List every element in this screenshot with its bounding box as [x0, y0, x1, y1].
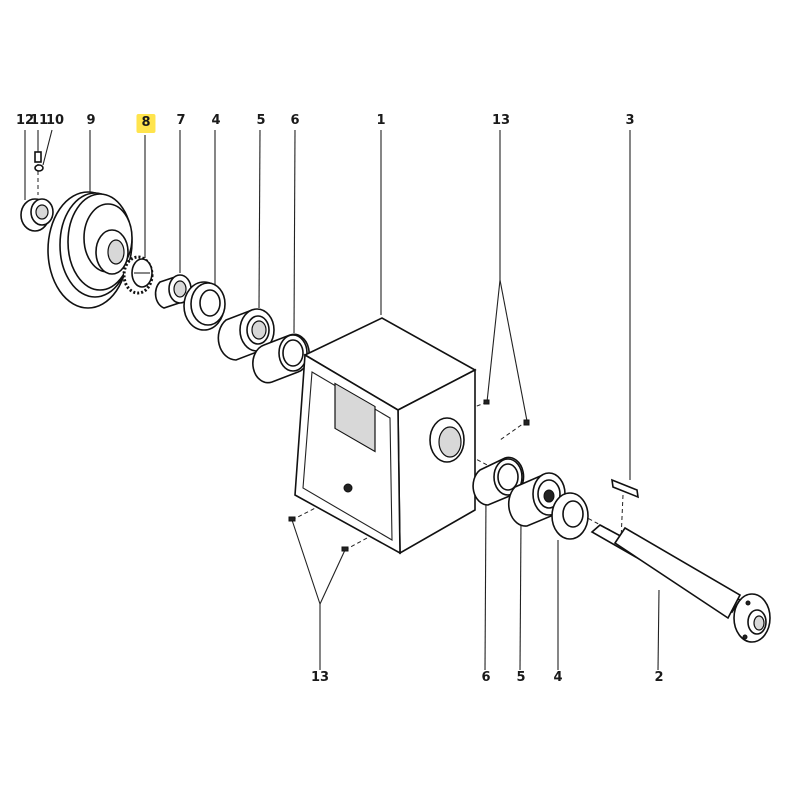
callout-13-bottom: 13: [310, 670, 330, 685]
callout-4-right: 4: [553, 670, 563, 685]
callout-8-highlighted: 8: [136, 114, 156, 133]
callout-7: 7: [176, 113, 186, 128]
part-11-grease-nipple: [34, 151, 44, 172]
callout-10: 10: [45, 113, 65, 128]
callout-6-right: 6: [481, 670, 491, 685]
part-1-housing: [294, 317, 477, 555]
callout-5-left: 5: [256, 113, 266, 128]
callout-5-right: 5: [516, 670, 526, 685]
part-13-screws: [288, 399, 530, 552]
part-8-gear: [122, 255, 154, 295]
part-9-pulley: [47, 191, 133, 309]
callout-2: 2: [654, 670, 664, 685]
callout-1: 1: [376, 113, 386, 128]
part-7-spacer: [154, 274, 192, 309]
callout-12: 12: [15, 113, 35, 128]
callout-11: 11: [29, 113, 49, 128]
callout-9: 9: [86, 113, 96, 128]
part-3-key: [611, 478, 639, 499]
callout-13-top: 13: [491, 113, 511, 128]
callout-6-left: 6: [290, 113, 300, 128]
part-2-shaft: [590, 524, 771, 643]
part-6-ring-left: [252, 333, 310, 384]
part-4-seal-left: [183, 281, 226, 331]
part-12-nut: [20, 198, 54, 232]
part-4-seal-right: [551, 492, 589, 540]
part-5-bearing-left: [217, 308, 275, 361]
callout-3: 3: [625, 113, 635, 128]
callout-4-left: 4: [211, 113, 221, 128]
